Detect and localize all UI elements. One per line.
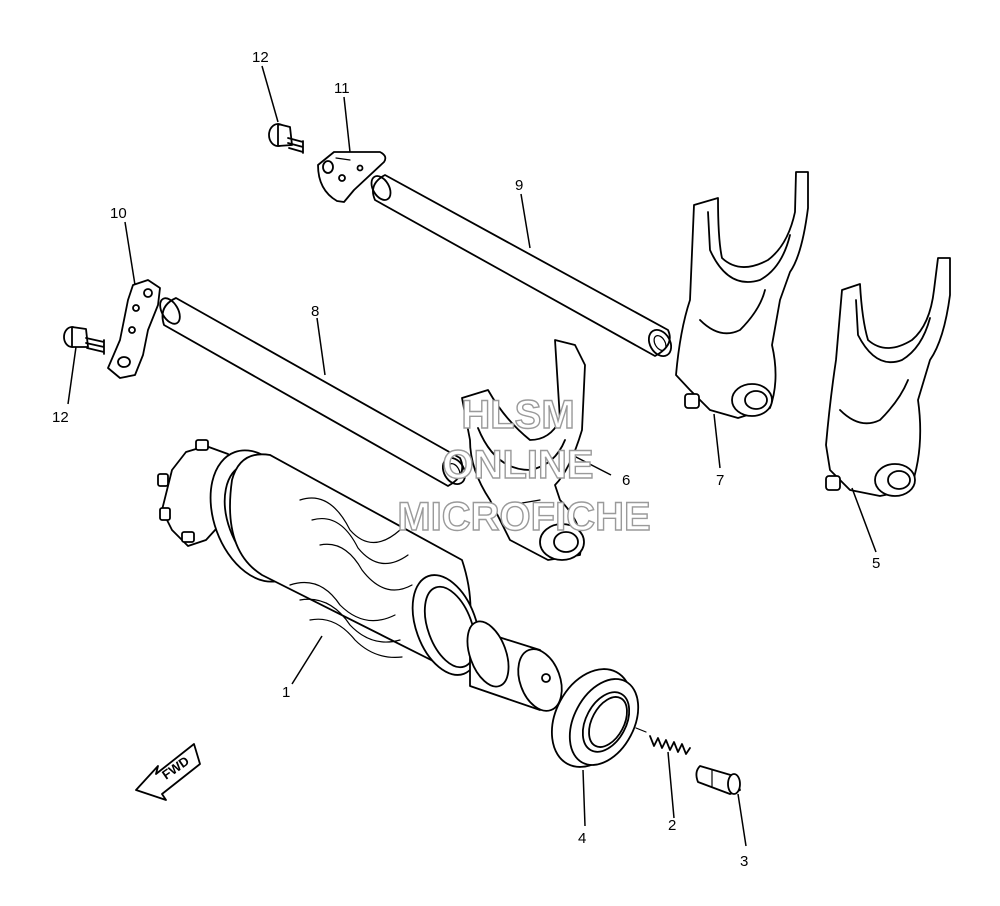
part-2-spring — [635, 727, 691, 755]
leader-lines — [67, 65, 877, 847]
part-10-plate — [107, 279, 161, 379]
part-12-upper-bolt — [268, 123, 304, 154]
part-3-pin — [695, 765, 741, 795]
fwd-arrow: FWD — [135, 743, 201, 801]
callout-6: 6 — [622, 472, 630, 489]
part-1-shift-drum — [157, 439, 563, 712]
callout-numbers: 12 11 9 10 8 12 6 7 5 1 4 2 3 — [52, 49, 880, 870]
callout-7: 7 — [716, 472, 724, 489]
callout-3: 3 — [740, 853, 748, 870]
callout-12-upper: 12 — [252, 49, 269, 66]
part-11-plate — [317, 151, 387, 203]
callout-5: 5 — [872, 555, 880, 572]
callout-11: 11 — [334, 80, 350, 97]
watermark-line-2: ONLINE — [442, 443, 593, 487]
callout-4: 4 — [578, 830, 586, 847]
part-5-shift-fork — [825, 257, 951, 497]
callout-2: 2 — [668, 817, 676, 834]
callout-9: 9 — [515, 177, 523, 194]
part-4-bearing — [551, 668, 640, 768]
watermark-line-3: MICROFICHE — [397, 495, 650, 539]
callout-10: 10 — [110, 205, 127, 222]
callout-8: 8 — [311, 303, 319, 320]
watermark-line-1: HLSM — [461, 393, 574, 437]
watermark: HLSM ONLINE MICROFICHE — [397, 392, 652, 539]
part-12-lower-bolt — [63, 326, 105, 355]
part-6-shift-fork — [461, 339, 586, 561]
callout-1: 1 — [282, 684, 290, 701]
part-8-shaft — [159, 297, 467, 487]
part-7-shift-fork — [675, 171, 809, 419]
callout-12-lower: 12 — [52, 409, 69, 426]
part-9-shaft — [370, 174, 673, 358]
